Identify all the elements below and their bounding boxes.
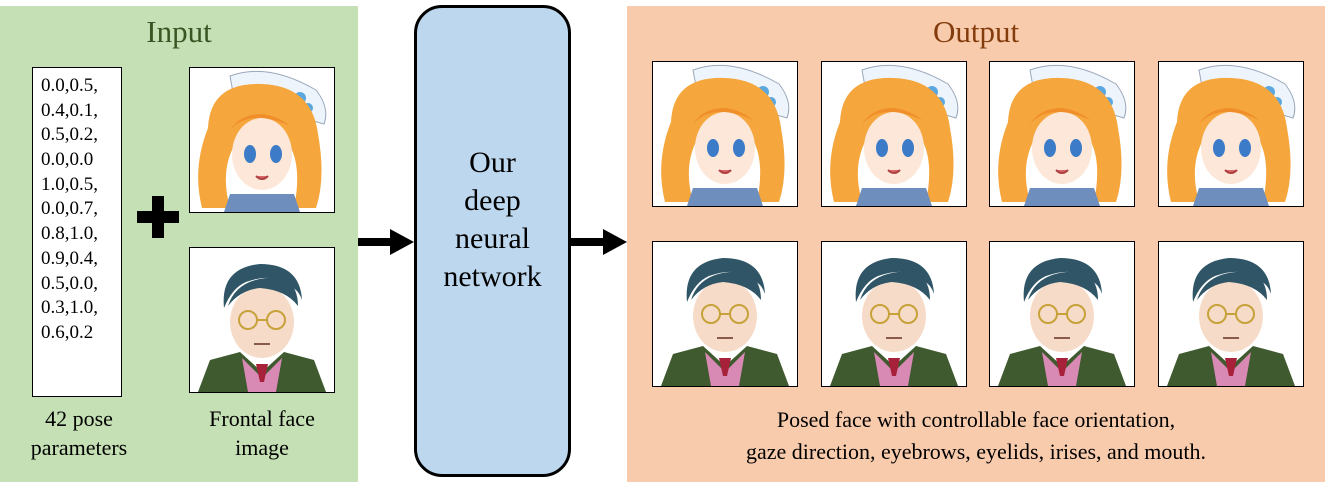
output-face-image-girl [821, 61, 967, 207]
pose-parameter-line: 0.0,0.0 [41, 149, 94, 171]
output-face-image-girl [989, 61, 1135, 207]
input-face-image-man [189, 247, 335, 393]
pose-parameter-line: 0.8,1.0, [41, 223, 98, 245]
network-label-line: deep [464, 184, 521, 217]
output-panel: Output Posed face with controllable face… [627, 6, 1325, 482]
pose-parameter-line: 0.9,0.4, [41, 247, 98, 269]
pose-parameters-box: 0.0,0.5, 0.4,0.1, 0.5,0.2, 0.0,0.0 1.0,0… [32, 67, 122, 397]
output-caption-line2: gaze direction, eyebrows, eyelids, irise… [745, 439, 1207, 464]
pose-parameters-caption-line1: 42 pose [45, 406, 113, 431]
arrow-right-icon [571, 229, 627, 255]
output-title: Output [932, 14, 1020, 49]
plus-icon [137, 196, 179, 238]
output-caption: Posed face with controllable face orient… [627, 404, 1325, 468]
pose-parameter-line: 0.5,0.2, [41, 124, 98, 146]
pose-parameter-line: 0.0,0.5, [41, 75, 98, 96]
output-face-image-girl [1158, 61, 1304, 207]
pose-parameter-line: 0.6,0.2 [41, 321, 94, 343]
output-face-image-man [1158, 241, 1304, 387]
pose-parameter-line: 0.0,0.7, [41, 198, 98, 220]
pose-parameter-line: 0.5,0.0, [41, 272, 98, 294]
neural-network-box: Our deep neural network [414, 5, 571, 477]
input-title: Input [146, 14, 212, 49]
network-label: Our deep neural network [417, 144, 568, 296]
arrow-right-icon [358, 229, 414, 255]
input-panel: Input 0.0,0.5, 0.4,0.1, 0.5,0.2, 0.0,0.0… [0, 6, 358, 482]
pose-parameters-caption: 42 pose parameters [0, 404, 158, 462]
pose-parameter-line: 0.3,1.0, [41, 297, 98, 319]
network-label-line: neural [455, 222, 530, 255]
frontal-face-caption-line2: image [235, 435, 289, 460]
frontal-face-caption: Frontal face image [175, 404, 349, 462]
output-face-image-girl [652, 61, 798, 207]
pose-parameter-line: 1.0,0.5, [41, 173, 98, 195]
frontal-face-caption-line1: Frontal face [209, 406, 315, 431]
network-label-line: network [443, 260, 542, 293]
output-caption-line1: Posed face with controllable face orient… [776, 407, 1176, 432]
pose-parameters-caption-line2: parameters [30, 435, 128, 460]
pose-parameter-line: 0.4,0.1, [41, 99, 98, 121]
output-face-image-man [989, 241, 1135, 387]
output-face-image-man [821, 241, 967, 387]
input-face-image-girl [189, 67, 335, 213]
output-face-image-man [652, 241, 798, 387]
network-label-line: Our [469, 146, 516, 179]
